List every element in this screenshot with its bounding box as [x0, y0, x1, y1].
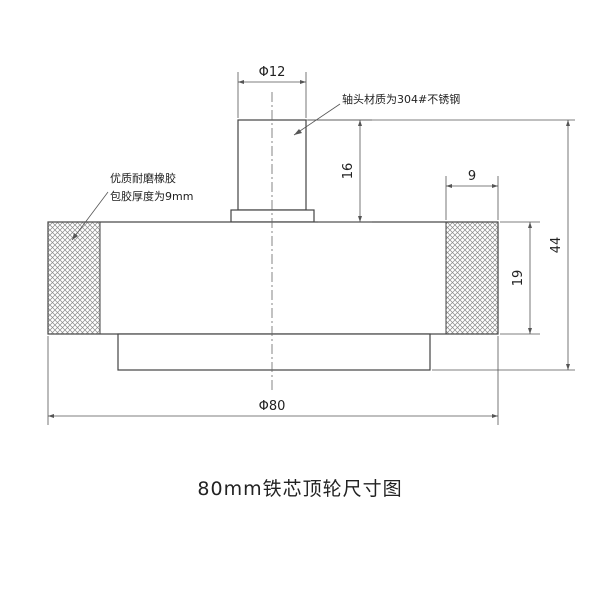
- shaft-length-label: 16: [341, 163, 356, 180]
- shaft: [230, 119, 315, 223]
- rubber-note-line1: 优质耐磨橡胶: [110, 171, 176, 185]
- shaft-length-dimension: 16: [306, 119, 372, 223]
- wheel-diameter-dimension: Φ80: [47, 336, 499, 425]
- shaft-diameter-label: Φ12: [259, 65, 286, 80]
- wheel-diameter-label: Φ80: [259, 399, 286, 414]
- wheel-body: [47, 221, 499, 335]
- total-height-dimension: 44: [308, 119, 575, 371]
- wheel-width-dimension: 19: [500, 221, 540, 335]
- wheel-width-label: 19: [511, 270, 526, 287]
- shaft-collar: [230, 209, 315, 223]
- total-height-label: 44: [549, 237, 564, 254]
- rubber-right-section: [445, 221, 499, 335]
- shaft-material-text: 轴头材质为304#不锈钢: [342, 92, 460, 106]
- rubber-note: 优质耐磨橡胶 包胶厚度为9mm: [71, 171, 193, 241]
- shaft-diameter-dimension: Φ12: [237, 65, 307, 118]
- rubber-thickness-dimension: 9: [445, 169, 499, 220]
- rubber-thickness-label: 9: [468, 169, 476, 184]
- rubber-note-line2: 包胶厚度为9mm: [110, 189, 193, 203]
- drawing-title: 80mm铁芯顶轮尺寸图: [197, 478, 402, 500]
- shaft-material-note: 轴头材质为304#不锈钢: [293, 92, 460, 136]
- bottom-hub: [117, 333, 431, 371]
- rubber-left-section: [47, 221, 101, 335]
